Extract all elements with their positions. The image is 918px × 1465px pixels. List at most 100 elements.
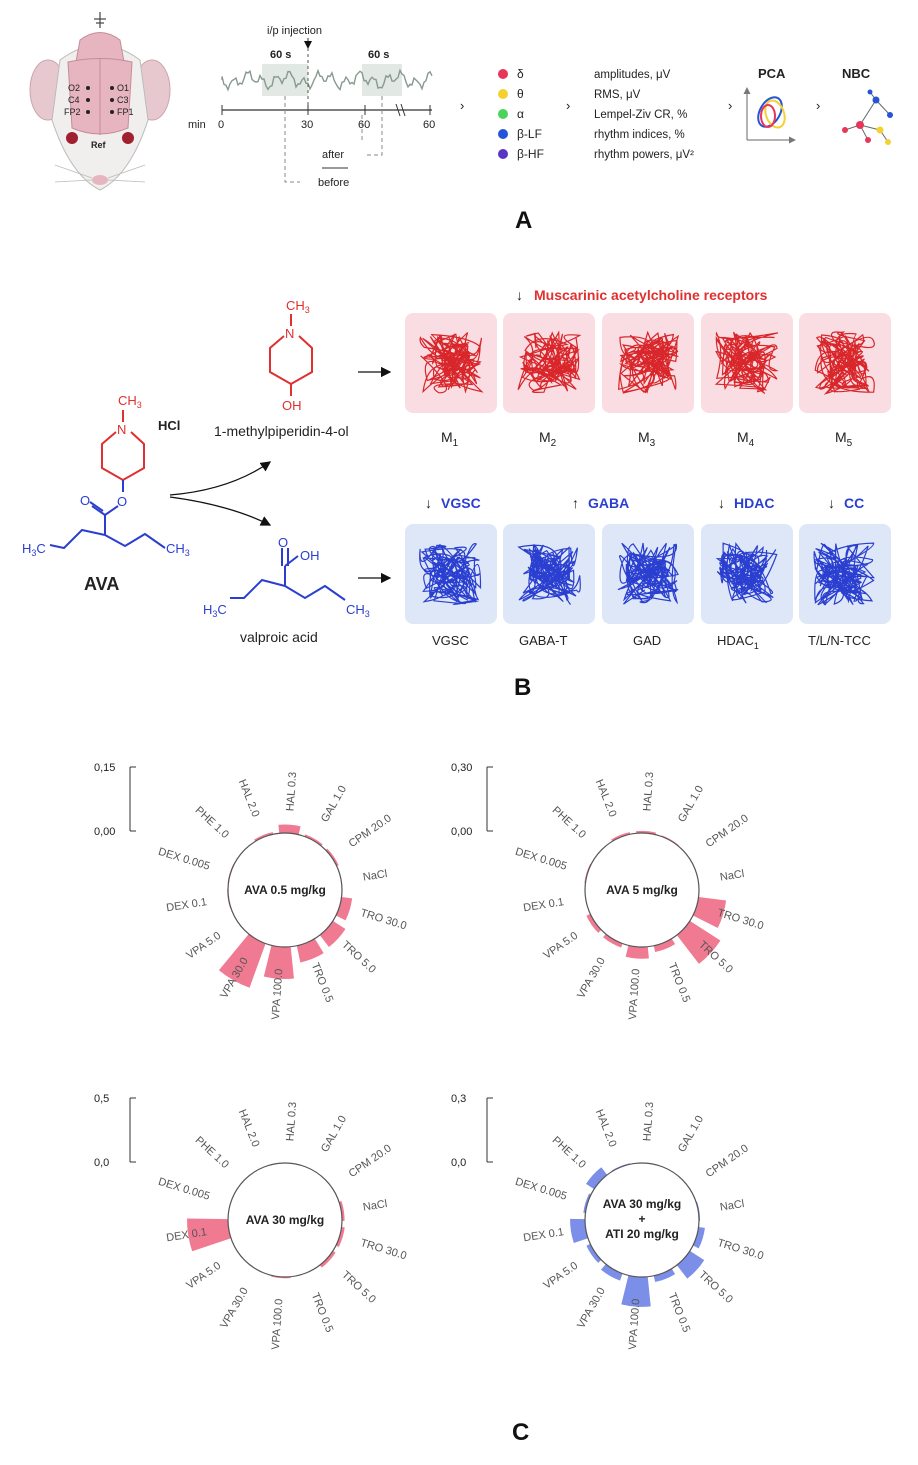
radial-bar <box>676 920 721 964</box>
tick-60: 60 <box>358 119 370 131</box>
radial-center-circle <box>227 1162 343 1278</box>
category-label: PHE 1.0 <box>193 1134 231 1171</box>
vpa-h3c: H3C <box>203 602 227 619</box>
target-group-headers: ↓VGSC↑GABA↓HDAC↓CC <box>425 495 864 511</box>
chart-title: AVA 30 mg/kg <box>246 1213 324 1227</box>
radial-bar <box>263 945 294 980</box>
ava-carbonyl-o: O <box>80 493 90 508</box>
category-label: TRO 30.0 <box>716 907 765 932</box>
category-label: GAL 1.0 <box>319 1114 349 1155</box>
methylpiperidinol-molecule: CH3 N OH 1-methylpiperidin-4-ol <box>214 298 349 439</box>
category-label: VPA 30.0 <box>575 956 608 1001</box>
category-label: CPM 20.0 <box>347 812 394 850</box>
metabolite2-label: valproic acid <box>240 629 318 645</box>
radial-center-circle <box>584 1162 700 1278</box>
category-label: HAL 0.3 <box>641 772 656 812</box>
receptor-arrow: ↓ <box>516 287 523 303</box>
after-label: after <box>322 149 344 161</box>
hcl-label: HCl <box>158 418 180 433</box>
category-label: VPA 5.0 <box>541 930 580 962</box>
chart-title: AVA 5 mg/kg <box>606 883 678 897</box>
category-label: DEX 0.1 <box>165 896 207 914</box>
scale-max-label: 0,15 <box>94 762 115 774</box>
chart-title-plus: + <box>638 1212 645 1226</box>
category-label: TRO 30.0 <box>359 1237 408 1262</box>
scale-max-label: 0,5 <box>94 1093 109 1105</box>
category-label: VPA 5.0 <box>184 930 223 962</box>
scale-min-label: 0,00 <box>451 826 472 838</box>
metabolite1-label: 1-methylpiperidin-4-ol <box>214 423 349 439</box>
category-label: VPA 30.0 <box>218 1286 251 1331</box>
radial-bar <box>278 824 301 835</box>
scale-max-label: 0,30 <box>451 762 472 774</box>
category-label: VPA 100.0 <box>627 968 643 1020</box>
category-label: TRO 0.5 <box>666 1291 693 1334</box>
category-label: GAL 1.0 <box>319 784 349 825</box>
electrode-c3: C3 <box>117 95 129 105</box>
protein-structure <box>814 331 875 395</box>
category-label: VPA 30.0 <box>575 1286 608 1331</box>
electrode-o1: O1 <box>117 83 129 93</box>
radial-bar <box>335 897 353 921</box>
tick-60-end: 60 <box>423 119 435 131</box>
band-label: α <box>517 107 524 121</box>
radial-bar <box>692 897 727 928</box>
category-label: HAL 0.3 <box>641 1102 656 1142</box>
pca-icon <box>743 87 796 144</box>
radial-bar <box>586 1243 602 1263</box>
mp-oh: OH <box>282 398 302 413</box>
band-label: β-HF <box>517 147 544 161</box>
tick-0: 0 <box>218 119 224 131</box>
radial-bar <box>296 938 324 963</box>
measure-label: RMS, μV <box>594 89 641 101</box>
category-label: TRO 5.0 <box>339 1269 378 1306</box>
receptor-label: M5 <box>835 429 853 449</box>
target-group-label: CC <box>844 495 864 511</box>
panel-a: O2 O1 C4 C3 FP2 FP1 Ref i/p injection 60… <box>29 12 893 234</box>
category-label: NaCl <box>719 868 745 884</box>
category-label: TRO 5.0 <box>696 1269 735 1306</box>
radial-bar <box>625 945 649 959</box>
chart-title-line3: ATI 20 mg/kg <box>605 1227 679 1241</box>
radial-bar <box>319 920 346 947</box>
category-label: HAL 2.0 <box>236 1108 262 1149</box>
band-label: θ <box>517 87 524 101</box>
protein-structure <box>517 543 581 605</box>
band-dot <box>498 149 508 159</box>
radial-bar <box>218 933 266 988</box>
ava-n: N <box>117 422 126 437</box>
scale-min-label: 0,0 <box>451 1157 466 1169</box>
target-group-label: HDAC <box>734 495 774 511</box>
measure-label: rhythm powers, μV² <box>594 149 694 161</box>
chart-title: AVA 30 mg/kg <box>603 1197 681 1211</box>
svg-text:›: › <box>460 98 464 113</box>
category-label: TRO 0.5 <box>309 961 336 1004</box>
band-label: δ <box>517 67 524 81</box>
category-label: HAL 2.0 <box>593 778 619 819</box>
before-label: before <box>318 177 349 189</box>
category-label: VPA 5.0 <box>184 1260 223 1292</box>
ava-h3c: H3C <box>22 541 46 558</box>
category-label: PHE 1.0 <box>550 1134 588 1171</box>
protein-structure <box>419 543 482 606</box>
target-label: T/L/N-TCC <box>808 633 871 648</box>
measure-label: rhythm indices, % <box>594 129 685 141</box>
radial-bar <box>653 1268 676 1283</box>
nbc-label: NBC <box>842 66 871 81</box>
target-arrow: ↓ <box>718 495 725 511</box>
radial-bar <box>653 938 676 953</box>
ava-ch3-right: CH3 <box>166 541 190 558</box>
chart-title: AVA 0.5 mg/kg <box>244 883 326 897</box>
panel-letter-a: A <box>515 207 532 234</box>
category-label: TRO 5.0 <box>339 939 378 976</box>
ava-ester-o: O <box>117 494 127 509</box>
radial-bar <box>676 1250 705 1279</box>
protein-structure <box>419 332 484 394</box>
